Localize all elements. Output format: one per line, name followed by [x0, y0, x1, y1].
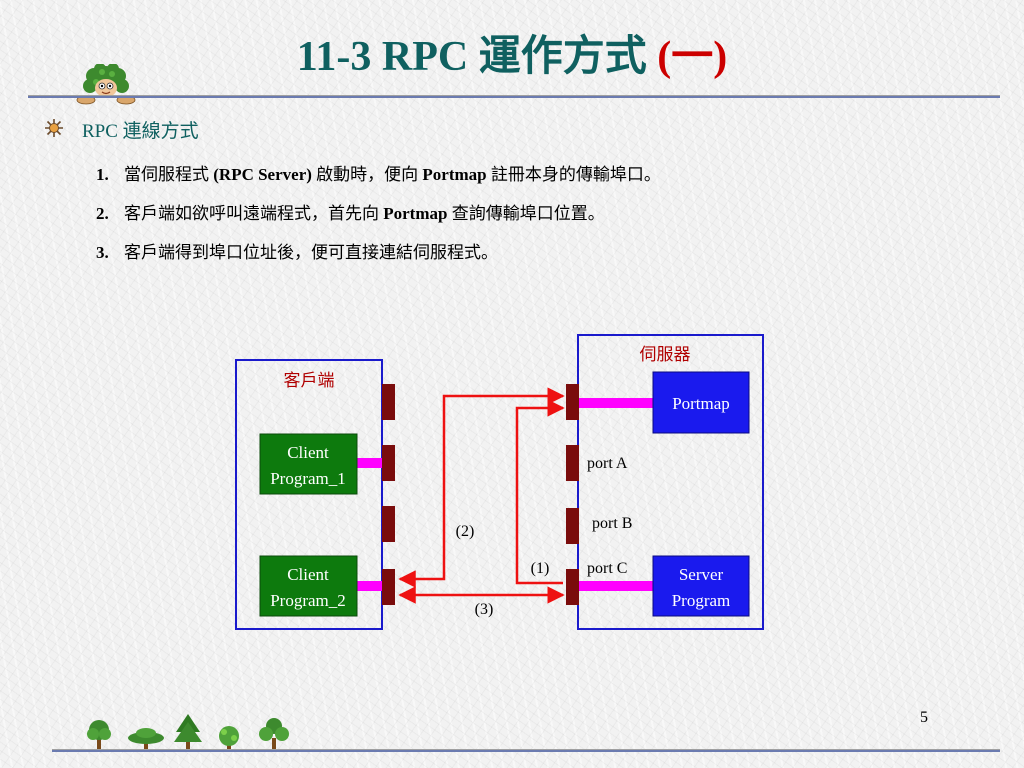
server-port-a	[566, 445, 579, 481]
server-port-b	[566, 508, 579, 544]
client-program-2-box	[259, 555, 358, 617]
step-1-label: (1)	[531, 560, 550, 577]
server-program-box	[652, 555, 750, 617]
client-program-1-line1: Client	[287, 443, 329, 462]
client-port-block	[382, 384, 395, 420]
item-text-bold: (RPC Server)	[213, 165, 312, 184]
step-3-label: (3)	[475, 601, 494, 618]
client-port-block	[382, 445, 395, 481]
page-number: 5	[920, 709, 928, 726]
server-port-c	[566, 569, 579, 605]
tree-icon	[87, 714, 289, 752]
title-divider	[28, 95, 1000, 98]
star-bullet-icon	[45, 119, 63, 137]
connector-server	[578, 581, 653, 591]
step-2-label: (2)	[456, 523, 475, 540]
item-text: 客戶端得到埠口位址後，便可直接連結伺服程式。	[124, 243, 498, 262]
server-program-line2: Program	[672, 591, 731, 610]
client-program-1-box	[259, 433, 358, 495]
item-number: 3.	[96, 243, 109, 262]
portmap-box	[652, 371, 750, 434]
client-port-block	[382, 506, 395, 542]
client-program-2-line1: Client	[287, 565, 329, 584]
client-program-2-line2: Program_2	[270, 591, 346, 610]
client-program-1-line2: Program_1	[270, 469, 346, 488]
client-container	[235, 359, 383, 630]
connector-client1	[357, 458, 382, 468]
server-label: 伺服器	[640, 345, 691, 364]
item-text-bold: Portmap	[383, 204, 448, 223]
item-number: 2.	[96, 204, 109, 223]
connector-portmap	[578, 398, 653, 408]
item-text: 啟動時，便向	[311, 165, 423, 184]
list-item: 2. 客戶端如欲呼叫遠端程式，首先向 Portmap 查詢傳輸埠口位置。	[96, 199, 605, 224]
server-program-line1: Server	[679, 565, 724, 584]
footer-divider	[52, 749, 1000, 752]
title-main: 11-3 RPC 運作方式	[296, 34, 658, 80]
mascot-icon	[76, 64, 136, 105]
server-port-portmap	[566, 384, 579, 420]
section-heading: RPC 連線方式	[82, 121, 199, 142]
slide-title: 11-3 RPC 運作方式 (一)	[0, 22, 1024, 83]
port-c-label: port C	[587, 560, 627, 577]
portmap-label: Portmap	[672, 394, 730, 413]
item-number: 1.	[96, 165, 109, 184]
item-text: 客戶端如欲呼叫遠端程式，首先向	[124, 204, 384, 223]
item-text: 查詢傳輸埠口位置。	[447, 204, 605, 223]
client-port-block	[382, 569, 395, 605]
port-b-label: port B	[592, 515, 632, 532]
item-text: 註冊本身的傳輸埠口。	[486, 165, 661, 184]
client-label: 客戶端	[284, 371, 335, 390]
item-text: 當伺服程式	[124, 165, 214, 184]
arrow-step-1	[515, 399, 565, 585]
server-container	[577, 334, 764, 630]
title-paren: (一)	[657, 34, 728, 80]
list-item: 3. 客戶端得到埠口位址後，便可直接連結伺服程式。	[96, 238, 498, 263]
list-item: 1. 當伺服程式 (RPC Server) 啟動時，便向 Portmap 註冊本身…	[96, 160, 661, 185]
connector-client2	[357, 581, 382, 591]
arrow-step-2	[398, 387, 565, 588]
port-a-label: port A	[587, 455, 628, 472]
item-text-bold: Portmap	[422, 165, 487, 184]
